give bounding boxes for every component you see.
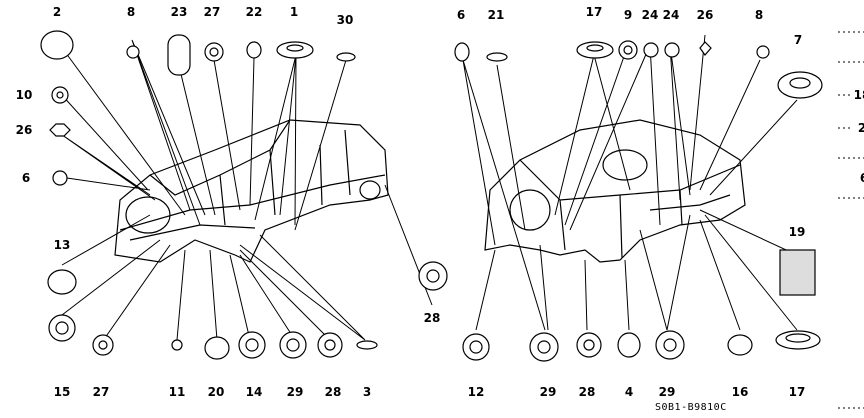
callout-label: 28 bbox=[423, 311, 441, 325]
callout-label: 2 bbox=[52, 5, 62, 19]
callout-label: 9 bbox=[623, 8, 633, 22]
drawing-code: S0B1-B9810C bbox=[655, 402, 727, 413]
callout-label: 29 bbox=[658, 385, 676, 399]
continuation-dashes bbox=[838, 31, 864, 409]
parts bbox=[40, 30, 823, 362]
left-car-body bbox=[114, 119, 389, 263]
callout-label: 7 bbox=[793, 33, 803, 47]
callout-label: 28 bbox=[578, 385, 596, 399]
callout-label: 4 bbox=[624, 385, 634, 399]
callout-label: 6 bbox=[21, 171, 31, 185]
callout-label: 29 bbox=[539, 385, 557, 399]
callout-label: 27 bbox=[203, 5, 221, 19]
edge-callout-label: 6 bbox=[860, 172, 864, 184]
callout-label: 21 bbox=[487, 8, 505, 22]
callout-label: 17 bbox=[585, 5, 603, 19]
callout-label: 28 bbox=[324, 385, 342, 399]
plug-part-8 bbox=[126, 45, 140, 59]
clip-part-13 bbox=[47, 269, 77, 295]
callout-label: 10 bbox=[15, 88, 33, 102]
grommet-part-24 bbox=[643, 42, 659, 58]
plug-part-21 bbox=[486, 52, 508, 62]
edge-callout-label: 18 bbox=[853, 88, 864, 102]
leader-lines bbox=[54, 34, 798, 346]
callout-label: 17 bbox=[788, 385, 806, 399]
callout-label: 11 bbox=[168, 385, 186, 399]
callout-label: 6 bbox=[456, 8, 466, 22]
callout-label: 8 bbox=[126, 5, 136, 19]
callout-label: 26 bbox=[15, 123, 33, 137]
callout-label: 24 bbox=[641, 8, 659, 22]
callout-label: 24 bbox=[662, 8, 680, 22]
callout-label: 16 bbox=[731, 385, 749, 399]
plug-part-2 bbox=[40, 30, 74, 60]
callout-label: 19 bbox=[788, 225, 806, 239]
callout-label: 30 bbox=[336, 13, 354, 27]
callout-label: 27 bbox=[92, 385, 110, 399]
callout-label: 14 bbox=[245, 385, 263, 399]
callout-label: 20 bbox=[207, 385, 225, 399]
grommet-part-6 bbox=[52, 170, 68, 186]
plug-part-30 bbox=[336, 52, 356, 62]
plug-part-3 bbox=[356, 340, 378, 350]
grommet-part-24b bbox=[664, 42, 680, 58]
edge-callout-label: 2 bbox=[857, 121, 864, 135]
callout-label: 1 bbox=[289, 5, 299, 19]
callout-label: 26 bbox=[696, 8, 714, 22]
plug-part-22 bbox=[246, 41, 262, 59]
pad-part-19 bbox=[779, 249, 816, 296]
callout-label: 29 bbox=[286, 385, 304, 399]
plug-part-20 bbox=[204, 336, 230, 360]
callout-label: 8 bbox=[754, 8, 764, 22]
plug-part-23 bbox=[167, 34, 191, 76]
clip-part-26r bbox=[699, 41, 712, 56]
plug-part-4 bbox=[617, 332, 641, 358]
callout-label: 3 bbox=[362, 385, 372, 399]
plug-part-8r bbox=[756, 45, 770, 59]
callout-label: 15 bbox=[53, 385, 71, 399]
nut-part-26 bbox=[49, 123, 71, 137]
right-car-body bbox=[484, 119, 746, 263]
callout-label: 22 bbox=[245, 5, 263, 19]
callout-label: 23 bbox=[170, 5, 188, 19]
clip-part-16 bbox=[727, 334, 753, 356]
callout-label: 13 bbox=[53, 238, 71, 252]
plug-part-6r bbox=[454, 42, 470, 62]
callout-label: 12 bbox=[467, 385, 485, 399]
clip-part-11 bbox=[171, 339, 183, 351]
